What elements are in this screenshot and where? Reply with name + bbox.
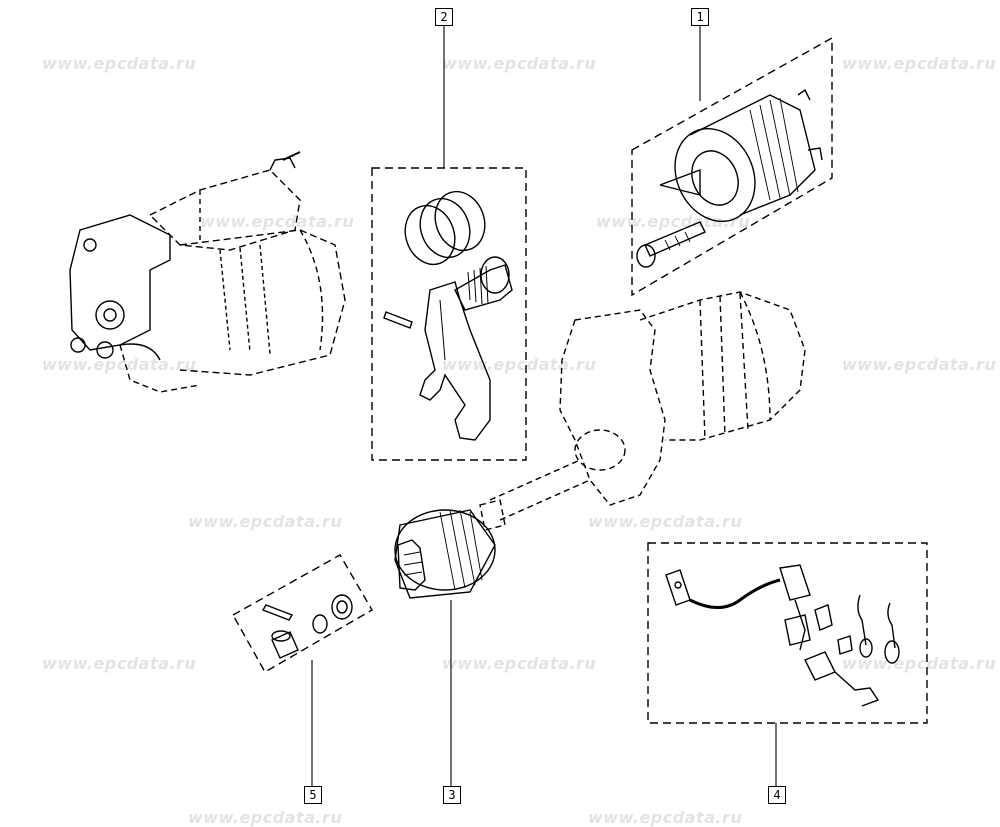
solenoid-kit-frame <box>631 36 833 297</box>
drive-fork-and-spring <box>383 190 513 441</box>
bushings-and-clips <box>261 594 353 659</box>
callout-3[interactable]: 3 <box>443 786 461 804</box>
bushing-kit-frame <box>232 554 373 673</box>
watermark: www.epcdata.ru <box>42 355 197 374</box>
leader-lines <box>311 24 777 786</box>
watermark: www.epcdata.ru <box>200 212 355 231</box>
watermark: www.epcdata.ru <box>42 54 197 73</box>
callout-1[interactable]: 1 <box>691 8 709 26</box>
callout-5[interactable]: 5 <box>304 786 322 804</box>
watermark: www.epcdata.ru <box>588 512 743 531</box>
watermark: www.epcdata.ru <box>842 355 997 374</box>
watermark: www.epcdata.ru <box>442 654 597 673</box>
callout-4[interactable]: 4 <box>768 786 786 804</box>
watermark: www.epcdata.ru <box>442 355 597 374</box>
drive-pinion <box>394 509 496 599</box>
watermark: www.epcdata.ru <box>188 512 343 531</box>
solenoid-switch <box>636 88 823 268</box>
fork-kit-frame <box>371 167 527 461</box>
complete-starter-assembly <box>69 151 346 393</box>
starter-body-outline <box>479 291 806 531</box>
watermark: www.epcdata.ru <box>596 212 751 231</box>
watermark: www.epcdata.ru <box>42 654 197 673</box>
brush-holder-and-lead <box>665 564 900 707</box>
watermark: www.epcdata.ru <box>442 54 597 73</box>
brush-kit-frame <box>647 542 928 724</box>
callout-2[interactable]: 2 <box>435 8 453 26</box>
watermark: www.epcdata.ru <box>842 654 997 673</box>
watermark: www.epcdata.ru <box>842 54 997 73</box>
